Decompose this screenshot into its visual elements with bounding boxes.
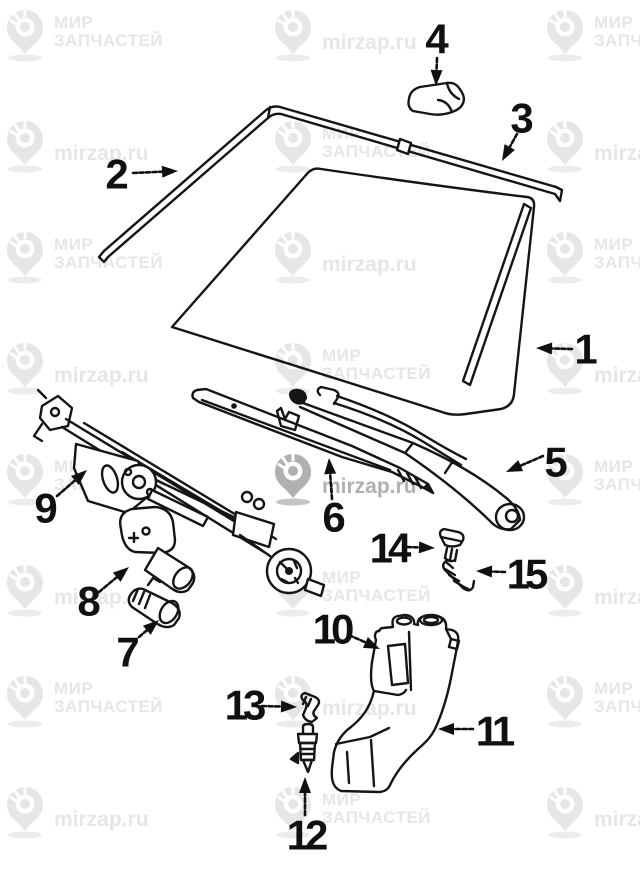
part-number-label: 11 [476,708,515,755]
part-number-label: 13 [225,682,265,729]
part-number-label: 1 [574,326,597,373]
part-number-label: 4 [425,16,449,63]
part-number-label: 15 [507,551,548,598]
wiper-blade-drawing [193,389,434,493]
part-number-label: 9 [34,485,57,532]
part-number-label: 10 [313,606,353,653]
callout-arrowhead [362,636,380,649]
washer-nozzle-drawing [440,529,463,561]
part-number-label: 12 [287,812,327,859]
callout-arrowhead [161,165,178,178]
callout-arrowhead [506,460,524,472]
wiper-linkage-drawing [34,390,324,596]
washer-pump-drawing [291,724,317,772]
callout-arrowhead [70,470,87,486]
washer-hose-drawing [318,387,466,465]
callout-arrowhead [280,700,297,713]
part-number-label: 8 [77,578,100,625]
part-number-label: 3 [510,95,533,142]
pump-grommet-drawing [301,693,319,722]
molding-clip-drawing [409,83,464,115]
callout-arrowhead [418,541,435,554]
part-number-label: 7 [116,629,139,676]
callout-arrowhead [112,567,129,582]
wiper-motor-drawing [120,507,197,592]
callout-arrowhead [324,458,337,475]
callout-arrowhead [430,69,443,86]
callout-arrowhead [502,144,516,161]
part-number-label: 5 [544,439,567,486]
callout-arrowhead [299,777,311,793]
part-number-label: 6 [322,494,345,541]
hose-joint-drawing [443,561,474,590]
windshield-molding-drawing [99,107,562,263]
windshield-glass-drawing [172,169,534,415]
part-number-label: 2 [105,151,128,198]
callout-arrowhead [438,723,454,735]
callout-arrowhead [142,620,159,635]
callout-arrowhead [476,565,493,578]
washer-reservoir-drawing [332,615,459,792]
wiper-arm-drawing [290,390,524,530]
callout-arrowhead [536,342,553,355]
part-number-label: 14 [370,525,412,572]
